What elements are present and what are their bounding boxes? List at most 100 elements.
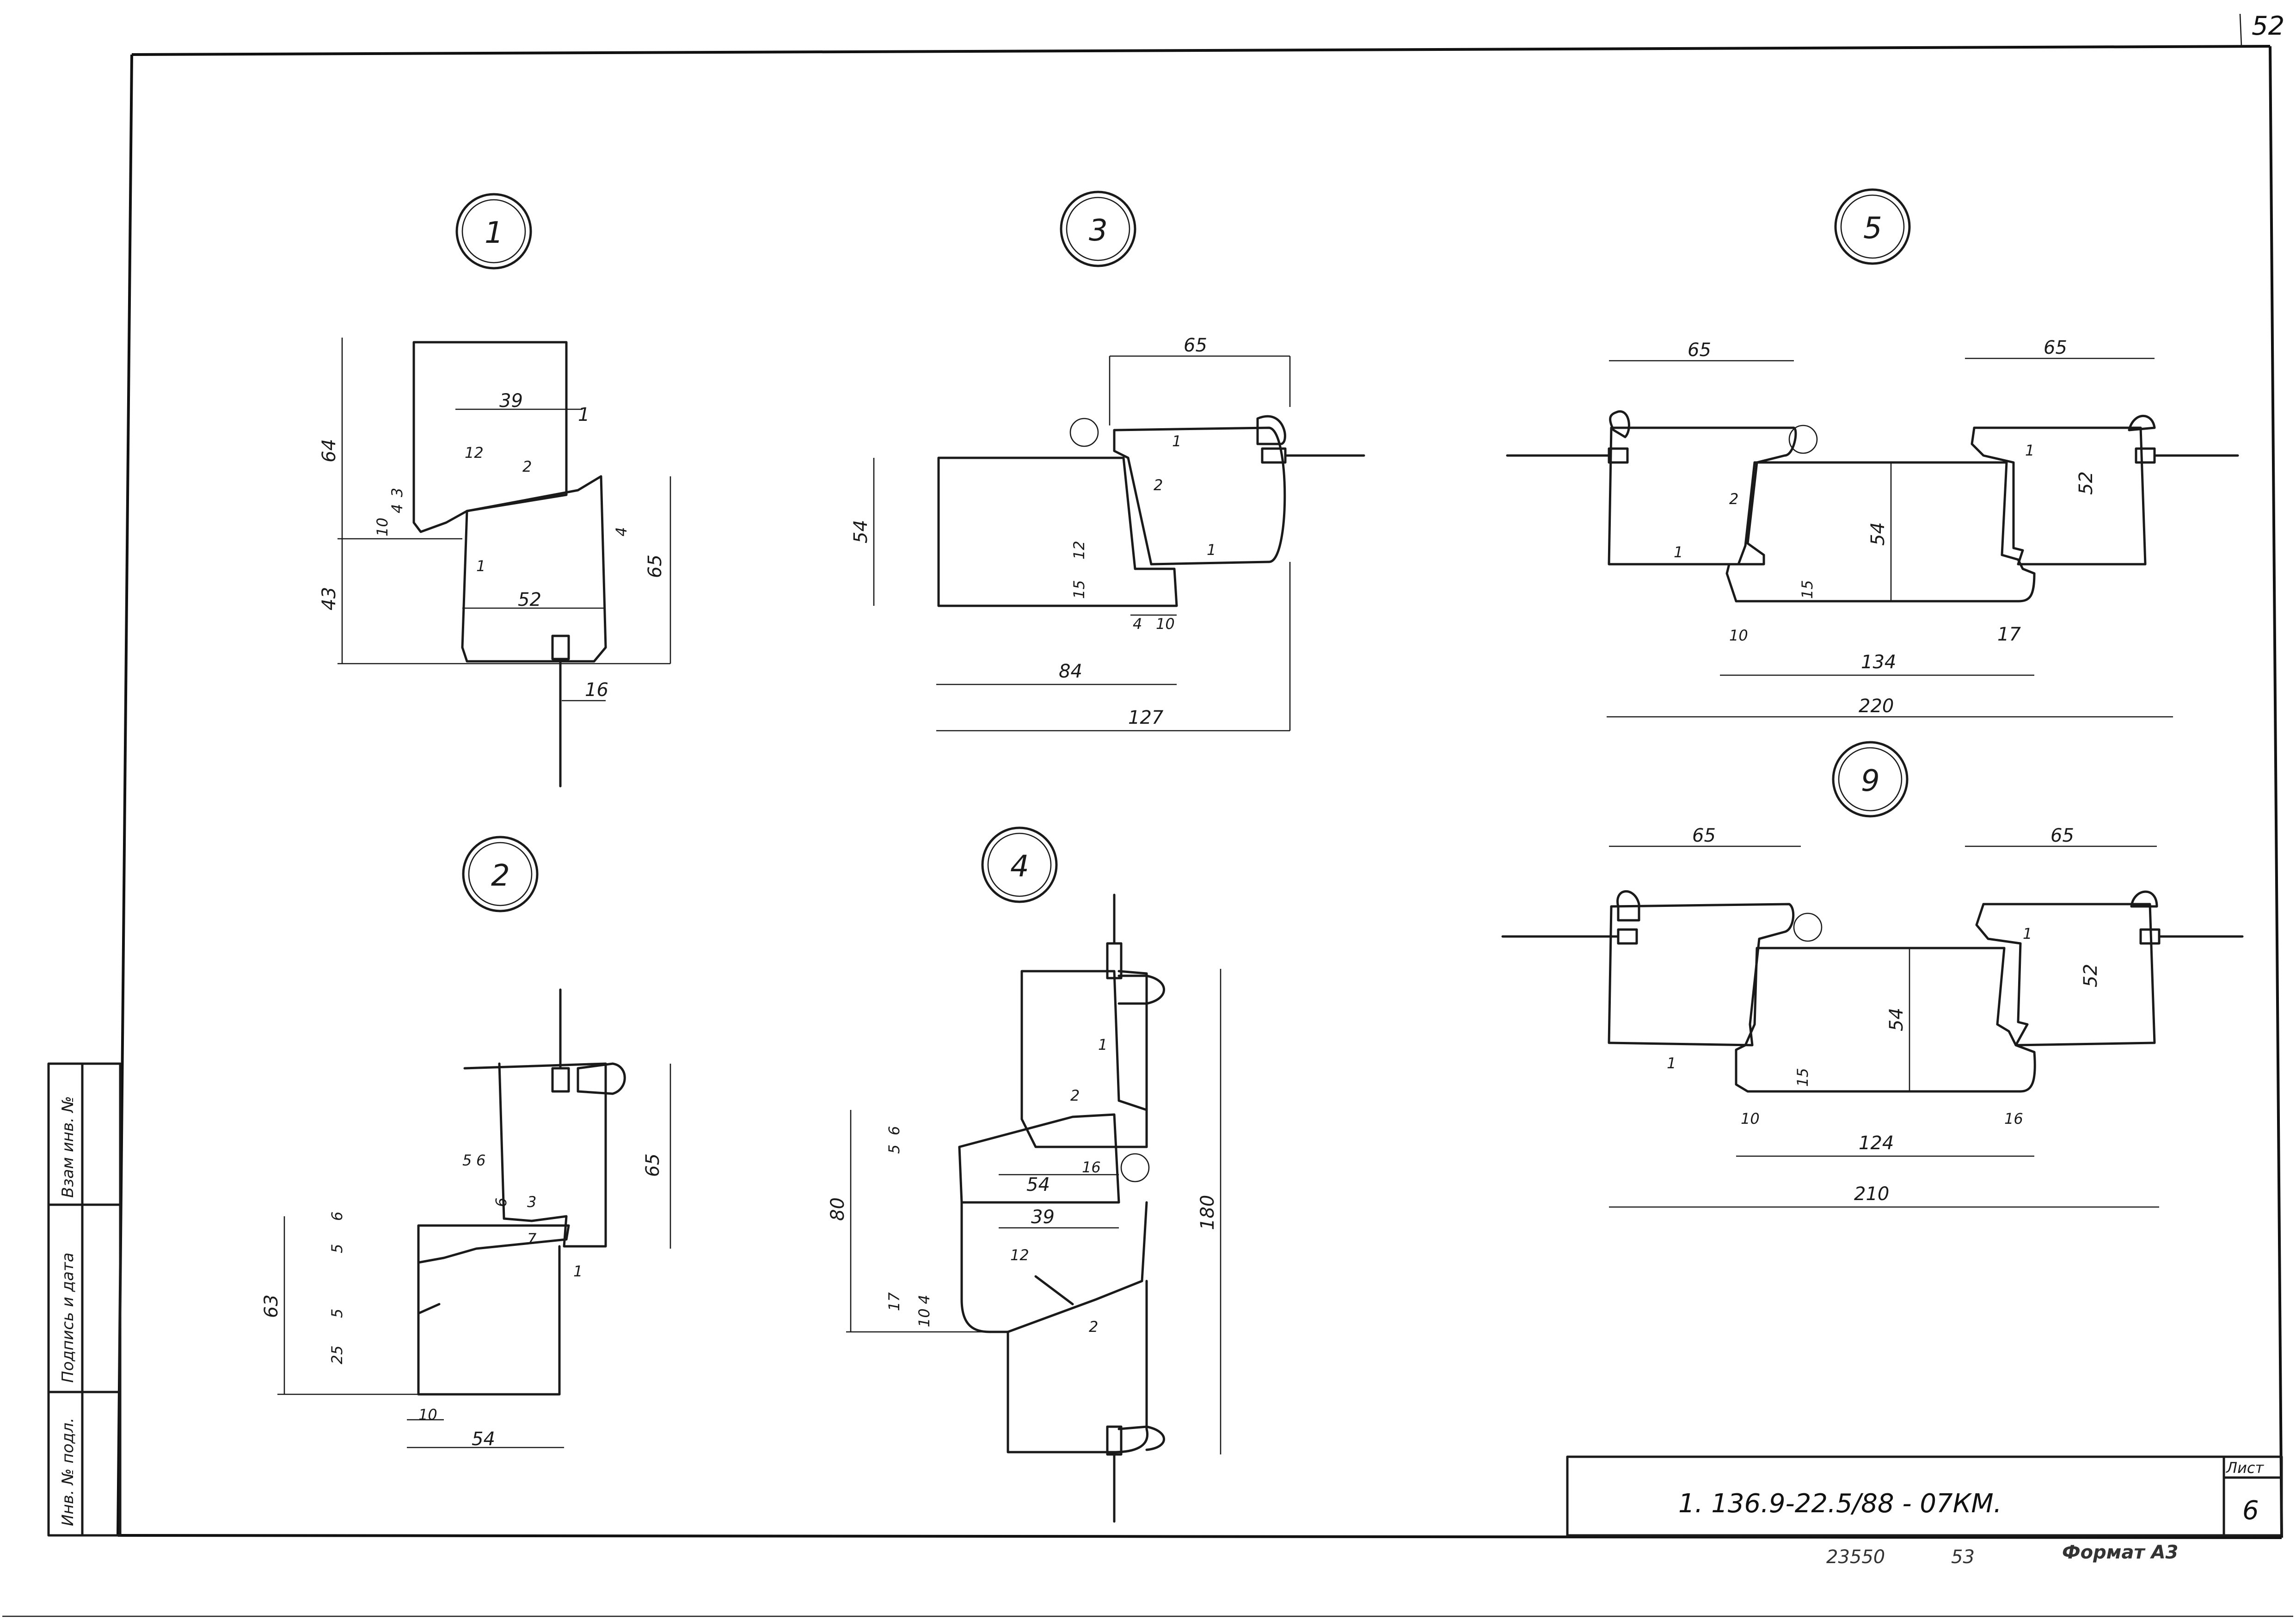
dim-label: 12 (465, 444, 484, 462)
dim-label: 65 (2050, 825, 2074, 846)
dim-label: 2 (1070, 1087, 1080, 1104)
dim-label: 4 (388, 504, 406, 513)
side-label-replacement: Взам инв. № (59, 1096, 77, 1198)
dim-label: 15 (1794, 1068, 1811, 1087)
dim-label: 17 (1997, 624, 2021, 645)
dim-label: 17 (885, 1292, 903, 1311)
dim-label: 6 (492, 1198, 510, 1207)
dim-label: 43 (319, 587, 340, 610)
dim-label: 39 (499, 390, 523, 412)
dim-label: 2 (1154, 476, 1163, 494)
dim-label: 10 (374, 517, 391, 536)
dim-label: 63 (261, 1294, 282, 1318)
dim-label: 3 (527, 1193, 536, 1211)
sheet-label: Лист (2226, 1459, 2264, 1477)
dim-label: 1 (1172, 432, 1181, 450)
dim-label: 25 (328, 1345, 346, 1364)
dim-label: 6 (328, 1212, 346, 1221)
dim-label: 4 (915, 1295, 933, 1304)
dim-label: 12 (1010, 1246, 1029, 1264)
dim-label: 52 (2075, 471, 2097, 495)
dim-label: 54 (1886, 1008, 1907, 1031)
node-marker-3: 3 (1060, 191, 1136, 267)
dim-label: 1 (1098, 1036, 1107, 1053)
dim-label: 65 (1184, 335, 1207, 356)
side-label-inventory: Инв. № подл. (59, 1417, 77, 1526)
dim-label: 2 (1729, 490, 1738, 508)
dim-label: 220 (1859, 696, 1894, 717)
dim-label: 10 (1729, 627, 1748, 644)
node-2-drawing (277, 988, 671, 1448)
node-number: 5 (1863, 211, 1882, 246)
dim-label: 6 (476, 1152, 485, 1169)
dim-label: 52 (518, 589, 541, 610)
page-number: 52 (2252, 11, 2284, 41)
dim-label: 210 (1854, 1183, 1889, 1205)
node-5-dimensions: 65 65 1 2 52 54 1 15 10 134 17 220 (1674, 337, 2097, 717)
dim-label: 10 (1156, 615, 1175, 633)
node-number: 4 (1010, 850, 1029, 884)
node-marker-9: 9 (1832, 741, 1909, 818)
dim-label: 1 (1207, 541, 1216, 559)
dim-label: 10 (1741, 1110, 1760, 1127)
dim-label: 1 (476, 557, 485, 575)
dim-label: 65 (1688, 339, 1711, 361)
dim-label: 15 (1799, 580, 1816, 599)
dim-label: 54 (1867, 522, 1889, 546)
node-number: 2 (491, 859, 510, 893)
dim-label: 64 (319, 439, 340, 462)
dim-label: 54 (1026, 1174, 1050, 1195)
node-marker-4: 4 (981, 826, 1058, 903)
node-number: 1 (485, 216, 503, 250)
inventory-number: 23550 (1826, 1546, 1885, 1568)
dim-label: 1 (573, 1263, 583, 1280)
dim-label: 10 (418, 1406, 437, 1423)
dim-label: 84 (1059, 661, 1082, 682)
format-label: Формат А3 (2062, 1542, 2178, 1563)
dim-label: 54 (472, 1429, 495, 1450)
dim-label: 5 (328, 1309, 346, 1318)
node-9-drawing (1501, 845, 2244, 1208)
node-1-dimensions: 39 1 12 2 64 10 4 3 4 65 43 1 52 16 (319, 390, 666, 701)
dim-label: 65 (645, 554, 666, 578)
node-marker-1: 1 (455, 193, 532, 270)
dim-label: 54 (850, 520, 872, 543)
document-code: 1. 136.9-22.5/88 - 07КМ. (1678, 1489, 2002, 1519)
dim-label: 80 (827, 1197, 848, 1221)
dim-label: 3 (388, 488, 406, 497)
inventory-sub: 53 (1951, 1546, 1975, 1568)
node-5-drawing (1506, 357, 2239, 718)
sheet-number: 6 (2242, 1496, 2259, 1526)
side-label-signature: Подпись и дата (59, 1252, 77, 1383)
dim-label: 2 (522, 458, 532, 475)
dim-label: 65 (2044, 337, 2067, 358)
node-4-drawing (846, 893, 1222, 1523)
node-1-drawing (338, 338, 671, 788)
dim-label: 1 (1674, 543, 1683, 561)
dim-label: 7 (527, 1230, 537, 1248)
node-3-drawing (873, 355, 1365, 732)
sheet-frame (2, 13, 2293, 1617)
dim-label: 5 (328, 1244, 346, 1253)
node-9-dimensions: 65 65 1 52 54 1 15 10 124 16 210 (1667, 825, 2101, 1205)
dim-label: 4 (1133, 615, 1142, 633)
dim-label: 5 (885, 1145, 903, 1154)
title-block: 1. 136.9-22.5/88 - 07КМ. Лист 6 (1566, 1455, 2283, 1537)
node-number: 3 (1089, 214, 1108, 248)
dim-label: 6 (885, 1126, 903, 1135)
dim-label: 65 (642, 1153, 663, 1177)
dim-label: 39 (1031, 1207, 1055, 1228)
dim-label: 12 (1070, 541, 1088, 560)
dim-label: 1 (2025, 442, 2034, 459)
node-4-dimensions: 1 2 5 6 16 54 80 180 39 12 17 10 4 2 (827, 1036, 1218, 1336)
dim-label: 16 (585, 679, 608, 701)
dim-label: 1 (2023, 925, 2032, 942)
dim-label: 52 (2080, 964, 2101, 987)
dim-label: 16 (1082, 1158, 1101, 1176)
dim-label: 1 (578, 404, 589, 425)
dim-label: 127 (1128, 707, 1164, 728)
dim-label: 4 (613, 527, 630, 536)
dim-label: 65 (1692, 825, 1716, 846)
node-marker-5: 5 (1834, 188, 1911, 265)
